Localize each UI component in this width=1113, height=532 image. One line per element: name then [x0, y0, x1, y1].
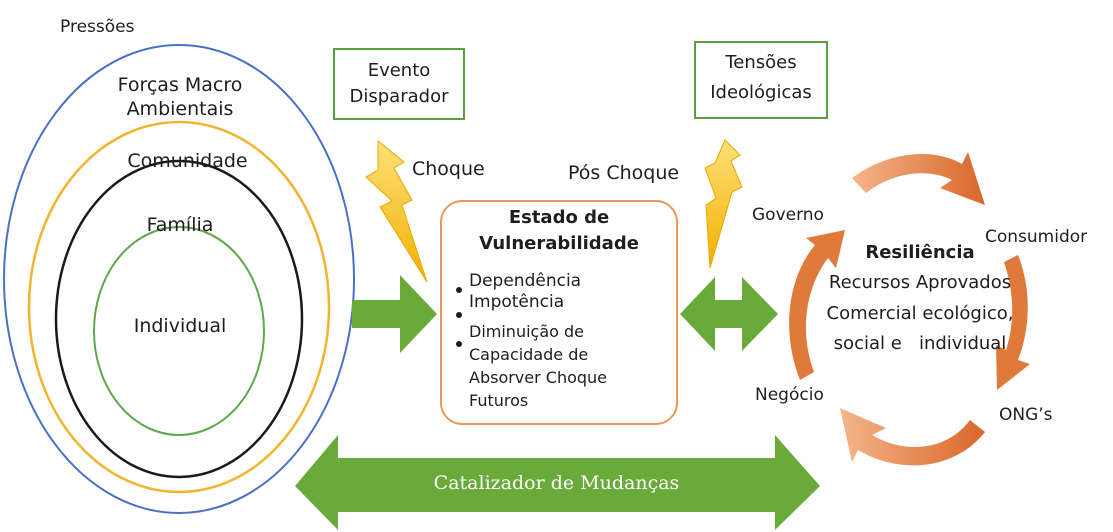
- cycle-arrow-bottom: [840, 408, 985, 466]
- vulnerability-box: Estado de Vulnerabilidade Dependência Im…: [440, 200, 678, 425]
- diminution-line4: Futuros: [469, 391, 529, 410]
- pressures-title: Pressões: [60, 17, 135, 37]
- vulnerability-item-impotence: Impotência: [469, 292, 565, 312]
- ideological-tensions-line1: Tensões: [725, 52, 797, 73]
- ngo-label: ONG’s: [999, 405, 1053, 425]
- macro-forces-line2: Ambientais: [126, 98, 234, 120]
- consumer-label: Consumidor: [985, 227, 1088, 247]
- resilience-line1: Recursos Aprovados: [828, 272, 1012, 293]
- lightning-shock-icon: [365, 139, 428, 283]
- lightning-post-shock-icon: [704, 139, 743, 269]
- diminution-line1: Diminuição de: [469, 322, 584, 341]
- resilience-line3: social e individual: [833, 333, 1007, 354]
- shock-label: Choque: [412, 158, 485, 180]
- business-label: Negócio: [755, 385, 824, 405]
- diminution-line2: Capacidade de: [469, 345, 589, 364]
- individual-label: Individual: [133, 315, 227, 337]
- trigger-event-line2: Disparador: [349, 86, 449, 107]
- vulnerability-title-line1: Estado de: [508, 207, 610, 228]
- vulnerability-item-diminution: Diminuição de Capacidade de Absorver Cho…: [469, 320, 607, 412]
- macro-forces-label: Forças Macro Ambientais: [100, 74, 260, 120]
- trigger-event-line1: Evento: [367, 60, 431, 81]
- post-shock-label: Pós Choque: [568, 162, 680, 184]
- macro-forces-line1: Forças Macro: [117, 74, 243, 96]
- bullet-diminution: [456, 341, 462, 347]
- ideological-tensions-line2: Ideológicas: [710, 82, 812, 103]
- trigger-event-box: Evento Disparador: [333, 48, 465, 120]
- resilience-line2: Comercial ecológico,: [826, 303, 1014, 324]
- arrow-to-vulnerability: [352, 275, 437, 353]
- individual-ellipse: [93, 226, 265, 436]
- family-label: Família: [146, 214, 214, 236]
- macro-ellipse: [27, 120, 331, 494]
- bullet-impotence: [456, 312, 462, 318]
- catalyst-label: Catalizador de Mudanças: [433, 472, 680, 494]
- family-ellipse: [54, 159, 304, 479]
- resilience-title: Resiliência: [865, 242, 975, 263]
- cycle-arrow-right: [996, 255, 1030, 390]
- catalyst-arrow: [295, 435, 820, 530]
- diminution-line3: Absorver Choque: [469, 368, 608, 387]
- double-arrow-resilience: [680, 277, 778, 351]
- bullet-dependence: [456, 287, 462, 293]
- vulnerability-title-line2: Vulnerabilidade: [479, 233, 639, 254]
- cycle-arrow-left: [789, 230, 845, 380]
- community-label: Comunidade: [127, 150, 248, 172]
- outer-ellipse: [3, 44, 355, 514]
- government-label: Governo: [752, 205, 824, 225]
- cycle-arrow-top: [852, 152, 985, 205]
- ideological-tensions-box: Tensões Ideológicas: [694, 41, 828, 119]
- vulnerability-item-dependence: Dependência: [469, 271, 582, 291]
